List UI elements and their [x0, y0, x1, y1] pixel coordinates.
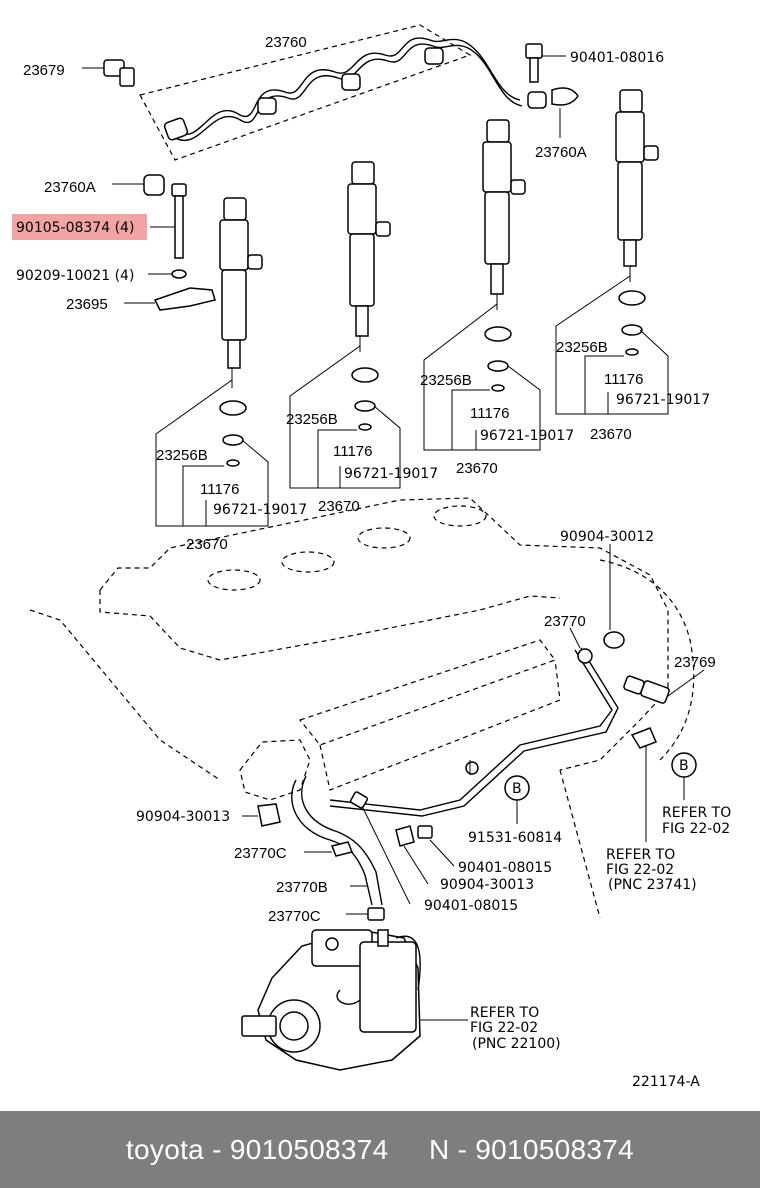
label-g1-23670: 23670: [186, 536, 228, 553]
label-g4-23256B: 23256B: [556, 339, 608, 356]
fuel-return-pipe-23760: [139, 24, 547, 161]
label-23760A-right: 23760A: [535, 144, 587, 161]
callout-b-right: [671, 752, 697, 800]
engine-head: [29, 497, 695, 919]
footer-banner: toyota - 9010508374 N - 9010508374: [0, 1111, 760, 1188]
callout-b-center-letter: B: [512, 781, 522, 797]
clip-23760A-left: [112, 174, 165, 196]
footer-part-number: 9010508374: [229, 1133, 389, 1165]
pressure-sensor-23769: [623, 669, 705, 704]
label-g1-96721: 96721-19017: [213, 502, 307, 518]
target-part-highlight: [12, 214, 147, 240]
label-90401-08015-a: 90401-08015: [458, 860, 552, 876]
nozzle-clamp-23695: [124, 287, 216, 311]
injector-3: [482, 119, 526, 310]
label-90904-30012: 90904-30012: [560, 529, 654, 545]
label-g1-23256B: 23256B: [156, 447, 208, 464]
seal-group-3: [423, 303, 541, 451]
label-ref3-line1: REFER TO: [470, 1005, 539, 1021]
label-g3-96721: 96721-19017: [480, 428, 574, 444]
label-23770: 23770: [544, 613, 586, 630]
label-g2-11176: 11176: [333, 443, 373, 460]
label-23760: 23760: [265, 34, 307, 51]
lower-fittings: [239, 739, 455, 921]
clamp-90904-30012: [603, 544, 625, 649]
bolt-90401-08016: [525, 43, 566, 83]
label-90401-08016: 90401-08016: [570, 50, 664, 66]
label-g2-96721: 96721-19017: [344, 466, 438, 482]
label-ref1-line2: FIG 22-02: [662, 821, 730, 837]
label-23770B: 23770B: [276, 879, 328, 896]
seal-group-2: [289, 345, 401, 489]
injector-4: [615, 89, 659, 282]
label-g1-11176: 11176: [200, 481, 240, 498]
label-ref2-line3: (PNC 23741): [608, 877, 697, 893]
label-23770C-bottom: 23770C: [268, 908, 321, 925]
label-91531-60814: 91531-60814: [468, 830, 562, 846]
clamp-refer-right: [630, 727, 657, 842]
label-90209-10021: 90209-10021 (4): [16, 268, 134, 284]
footer-n-label: N: [428, 1133, 450, 1165]
clip-23760A-right: [551, 87, 579, 138]
label-g3-23670: 23670: [456, 460, 498, 477]
fuel-pipe-23770: [329, 627, 619, 817]
label-g4-23670: 23670: [590, 426, 632, 443]
label-23769: 23769: [674, 654, 716, 671]
figure-id: 221174-A: [632, 1074, 700, 1090]
seal-group-4: [555, 275, 669, 415]
label-23760A-left: 23760A: [44, 179, 96, 196]
seal-group-1: [155, 379, 269, 527]
label-90904-30013-left: 90904-30013: [136, 809, 230, 825]
label-g4-11176: 11176: [604, 371, 644, 388]
supply-pump: [241, 929, 468, 1071]
callout-b-center: [504, 775, 530, 824]
label-ref2-line2: FIG 22-02: [606, 862, 674, 878]
footer-gap: [389, 1134, 429, 1166]
footer-brand: toyota: [125, 1133, 205, 1165]
label-g4-96721: 96721-19017: [616, 392, 710, 408]
label-ref3-line2: FIG 22-02: [470, 1020, 538, 1036]
label-g3-23256B: 23256B: [420, 372, 472, 389]
parts-diagram: 23760 23679 90401-08016 23760A 23760A 90…: [12, 24, 731, 1090]
bolt-90105-08374: [150, 183, 187, 259]
label-g3-11176: 11176: [470, 405, 510, 422]
label-90401-08015-b: 90401-08015: [424, 898, 518, 914]
callout-b-right-letter: B: [679, 758, 689, 774]
footer-sep-1: -: [204, 1133, 230, 1165]
label-23770C-top: 23770C: [234, 845, 287, 862]
washer-90209-10021: [148, 269, 187, 279]
label-90105-08374: 90105-08374 (4): [16, 220, 134, 236]
label-ref2-line1: REFER TO: [606, 847, 675, 863]
injector-1: [219, 197, 263, 388]
footer-sep-2: -: [449, 1133, 476, 1165]
union-bolt-23679: [82, 59, 135, 87]
footer-part-number-2: 9010508374: [475, 1133, 635, 1165]
label-g2-23670: 23670: [318, 498, 360, 515]
label-23695: 23695: [66, 296, 108, 313]
label-g2-23256B: 23256B: [286, 411, 338, 428]
label-23679: 23679: [23, 62, 65, 79]
label-ref1-line1: REFER TO: [662, 805, 731, 821]
label-ref3-line3: (PNC 22100): [472, 1036, 561, 1052]
injector-2: [347, 161, 391, 352]
label-90904-30013-right: 90904-30013: [440, 877, 534, 893]
